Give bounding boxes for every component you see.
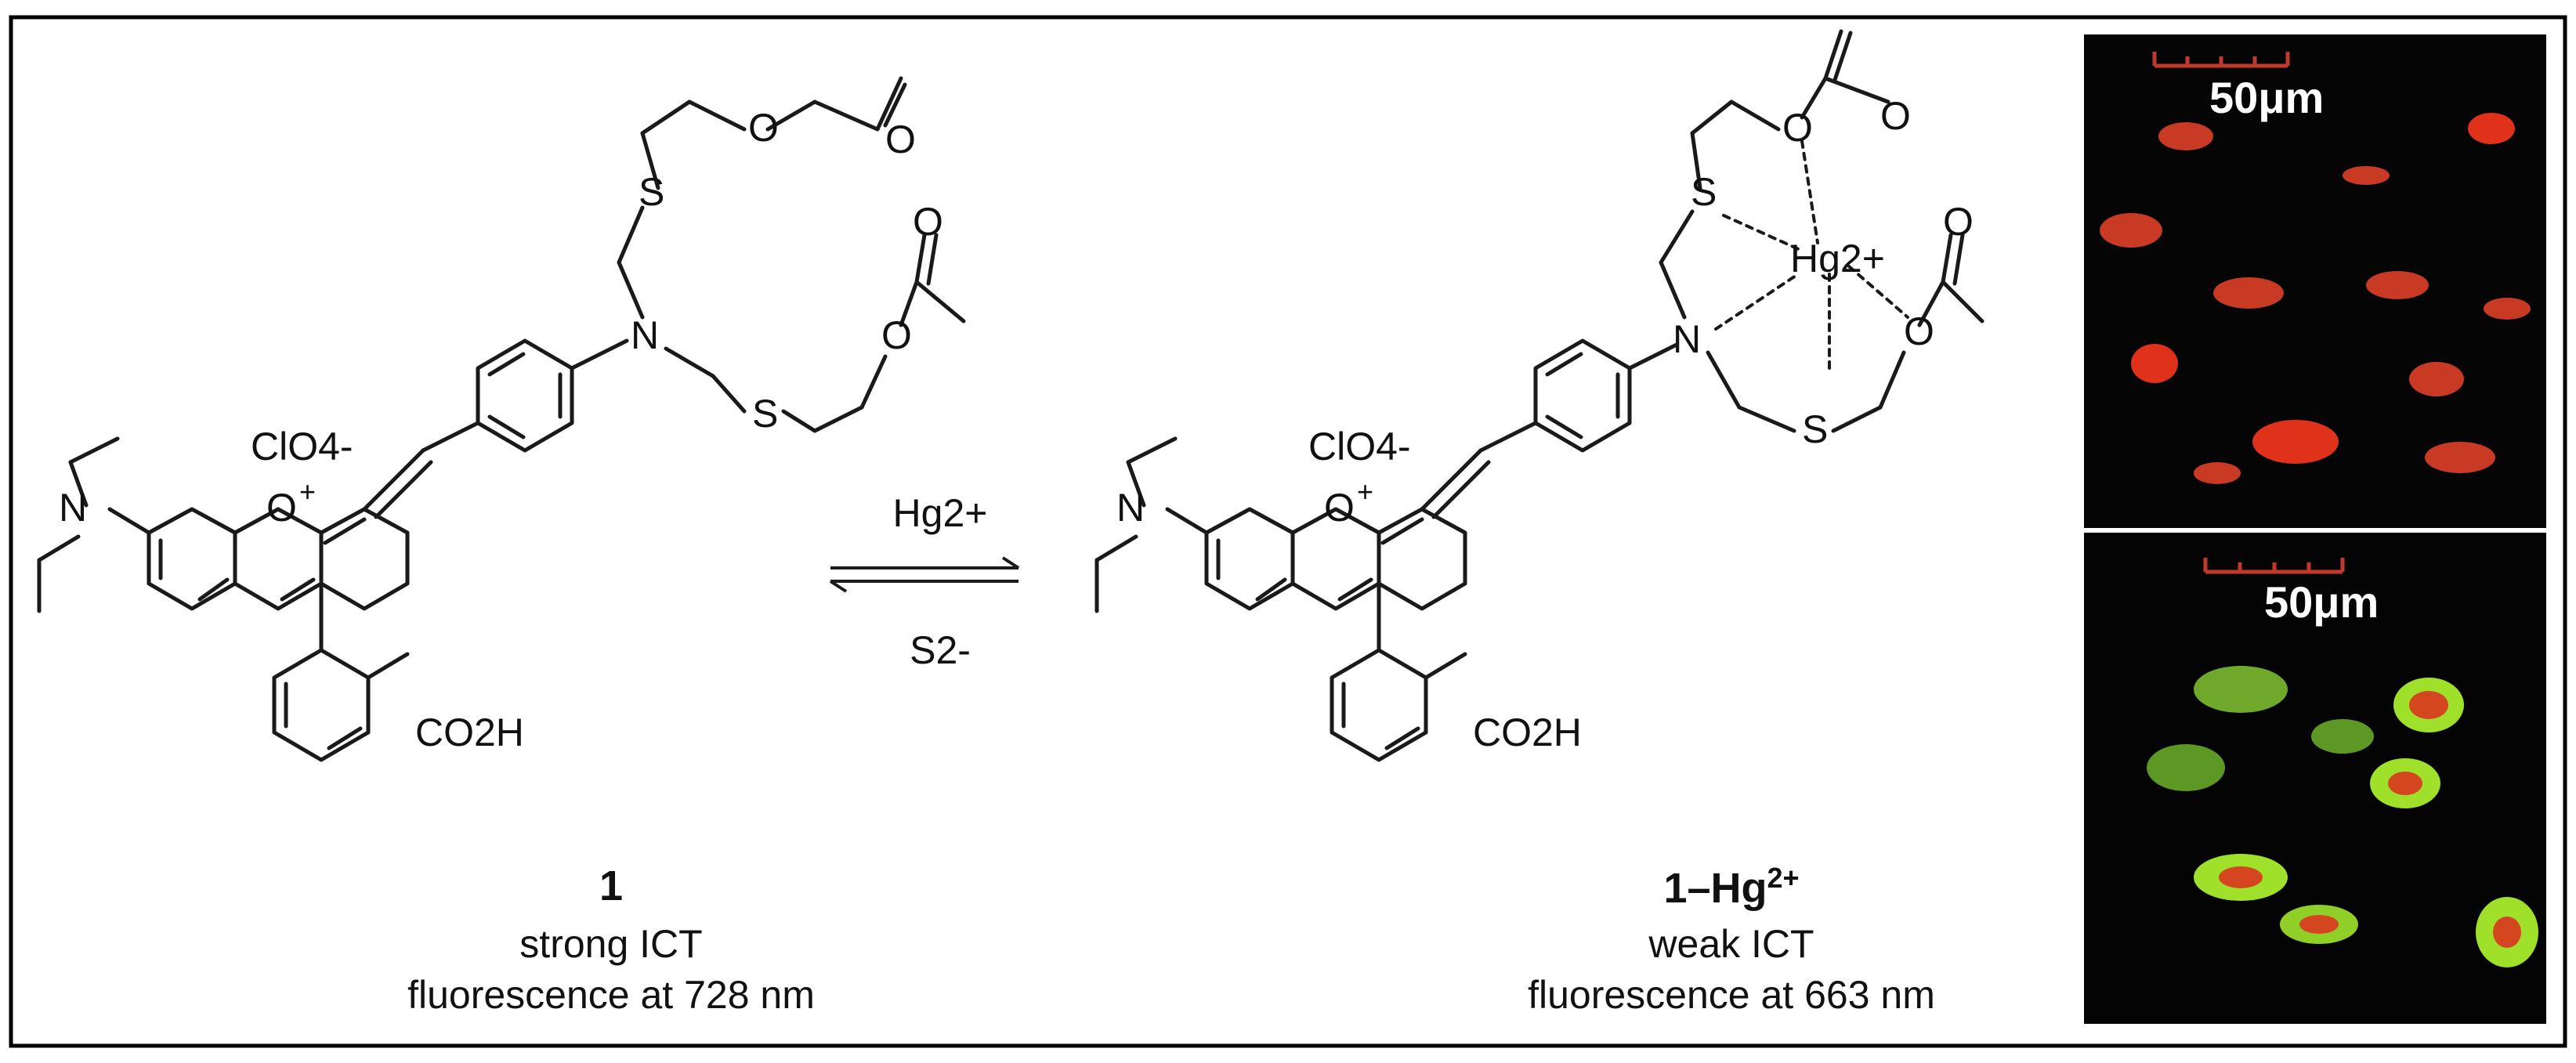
atom-s-2a: S: [1691, 170, 1717, 214]
micrograph-top-cells: [2100, 52, 2531, 484]
caption-left-line1: strong ICT: [519, 922, 703, 966]
charge-plus-2: +: [1357, 475, 1373, 508]
atom-n-amine-1: N: [59, 486, 87, 530]
atom-o-plus-2: O: [1324, 486, 1355, 530]
atom-s-2b: S: [1802, 407, 1828, 451]
scale-bar-bottom: [2203, 558, 2345, 574]
atom-o-ester-2b: O: [1904, 309, 1934, 353]
atom-n-aryl-1: N: [631, 313, 659, 357]
compound-id-right-sup: 2+: [1767, 862, 1800, 894]
atom-n-aryl-2: N: [1673, 317, 1701, 361]
atom-o-plus-1: O: [266, 486, 297, 530]
atom-o-ester-2a: O: [1782, 106, 1813, 150]
caption-right-line2: fluorescence at 663 nm: [1528, 973, 1935, 1017]
atom-o-carbonyl-2a: O: [1880, 94, 1911, 138]
micrograph-bottom-cells: [2147, 558, 2538, 967]
scale-label-top: 50μm: [2209, 73, 2325, 122]
structure-compound-1-hg: [1094, 29, 1984, 762]
atom-o-ester-1a: O: [748, 106, 779, 150]
atom-o-carbonyl-1a: O: [885, 118, 916, 161]
substituent-label-1: CO2H: [415, 710, 524, 754]
structure-compound-1: [37, 76, 966, 762]
counterion-label-1: ClO4-: [251, 425, 353, 468]
forward-reagent-label: Hg2+: [892, 491, 988, 535]
micrograph-top: 50μm: [2084, 34, 2546, 528]
compound-id-right: 1–Hg2+: [1512, 862, 1951, 913]
scale-label-bottom: 50μm: [2264, 577, 2379, 627]
atom-o-ester-1b: O: [881, 313, 912, 357]
atom-o-carbonyl-2b: O: [1943, 200, 1974, 244]
atom-s-1a: S: [639, 170, 664, 214]
charge-plus-1: +: [299, 475, 316, 508]
atom-o-carbonyl-1b: O: [913, 200, 943, 244]
structure-1-atom-labels: N O + N S O O S O O: [59, 106, 943, 530]
metal-center-label: Hg2+: [1790, 237, 1885, 280]
structure-1-hg-atom-labels: N O + N S O O S O O: [1116, 94, 1974, 530]
compound-id-right-main: 1–Hg: [1663, 865, 1767, 912]
atom-n-amine-2: N: [1116, 486, 1145, 530]
micrograph-bottom: 50μm: [2084, 533, 2546, 1024]
counterion-label-2: ClO4-: [1308, 425, 1411, 468]
equilibrium-arrows: [829, 556, 1020, 593]
substituent-label-2: CO2H: [1473, 710, 1582, 754]
reverse-reagent-label: S2-: [910, 628, 971, 672]
compound-id-left: 1: [599, 862, 624, 909]
figure-frame: [9, 15, 2567, 1048]
scale-bar-top: [2152, 52, 2290, 68]
caption-right-line1: weak ICT: [1648, 922, 1814, 966]
atom-s-1b: S: [752, 392, 778, 436]
caption-left-line2: fluorescence at 728 nm: [407, 973, 815, 1017]
